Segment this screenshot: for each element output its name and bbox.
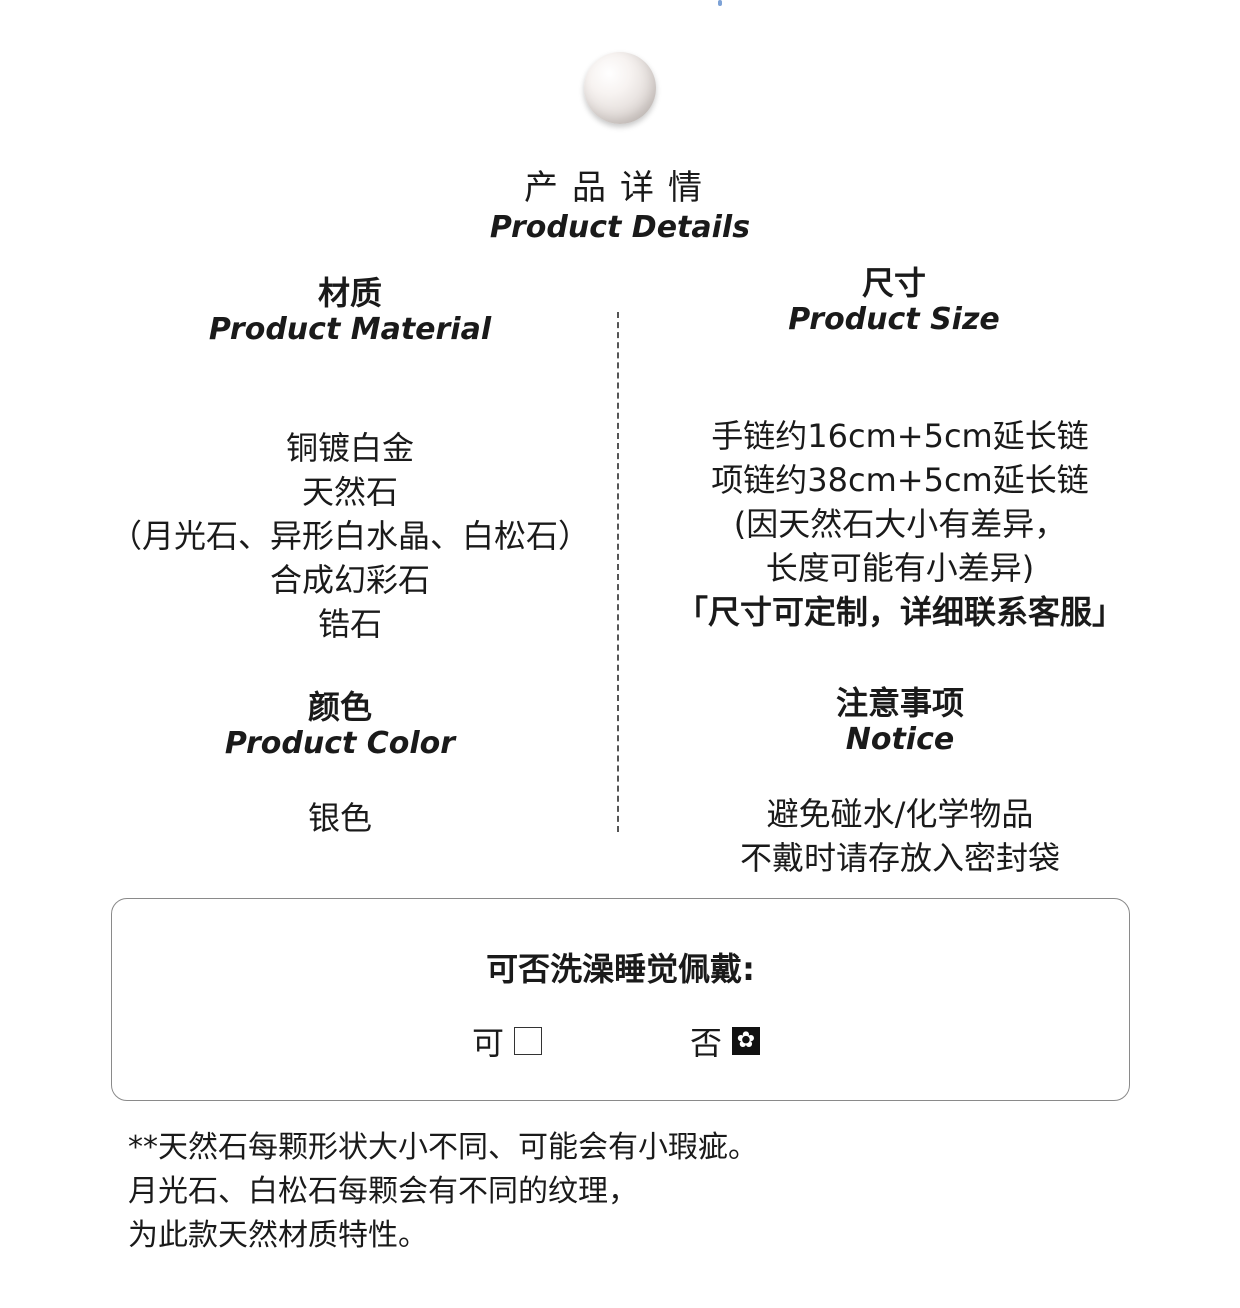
material-heading-en: Product Material bbox=[208, 312, 492, 347]
flower-check-icon: ✿ bbox=[732, 1027, 761, 1055]
size-line: (因天然石大小有差异， bbox=[733, 505, 1067, 543]
color-heading-cn: 颜色 bbox=[307, 688, 372, 726]
size-heading-cn: 尺寸 bbox=[861, 264, 926, 302]
pearl-icon bbox=[584, 52, 656, 124]
notice-heading-cn: 注意事项 bbox=[835, 684, 964, 722]
material-line: 铜镀白金 bbox=[285, 429, 414, 467]
material-heading-cn: 材质 bbox=[317, 274, 382, 312]
wear-option-yes: 可 bbox=[472, 1018, 543, 1064]
material-line: 天然石 bbox=[301, 473, 398, 511]
footnote-line: **天然石每颗形状大小不同、可能会有小瑕疵。 bbox=[128, 1130, 758, 1165]
size-line: 项链约38cm+5cm延长链 bbox=[711, 461, 1089, 499]
wear-option-no: 否 ✿ bbox=[690, 1018, 761, 1064]
footnote: **天然石每颗形状大小不同、可能会有小瑕疵。 月光石、白松石每颗会有不同的纹理，… bbox=[128, 1126, 758, 1258]
material-line: （月光石、异形白水晶、白松石） bbox=[109, 517, 590, 555]
material-line: 锆石 bbox=[317, 605, 382, 643]
size-custom-note: 「尺寸可定制，详细联系客服」 bbox=[675, 593, 1124, 631]
color-value: 银色 bbox=[307, 799, 372, 837]
footnote-line: 为此款天然材质特性。 bbox=[128, 1218, 428, 1253]
top-accent-mark bbox=[718, 0, 722, 6]
notice-line: 不戴时请存放入密封袋 bbox=[739, 839, 1060, 877]
notice-heading-en: Notice bbox=[845, 722, 955, 757]
wear-option-no-label: 否 bbox=[690, 1024, 723, 1062]
notice-list: 避免碰水/化学物品 不戴时请存放入密封袋 bbox=[650, 792, 1150, 880]
unchecked-box-icon bbox=[514, 1027, 543, 1055]
column-divider bbox=[617, 312, 619, 832]
wear-option-yes-label: 可 bbox=[472, 1024, 505, 1062]
size-heading-en: Product Size bbox=[788, 302, 1000, 337]
material-list: 铜镀白金 天然石 （月光石、异形白水晶、白松石） 合成幻彩石 锆石 bbox=[60, 426, 640, 646]
material-line: 合成幻彩石 bbox=[269, 561, 430, 599]
footnote-line: 月光石、白松石每颗会有不同的纹理， bbox=[128, 1174, 638, 1209]
size-list: 手链约16cm+5cm延长链 项链约38cm+5cm延长链 (因天然石大小有差异… bbox=[640, 414, 1160, 634]
page-title-en: Product Details bbox=[489, 210, 751, 245]
wear-question: 可否洗澡睡觉佩戴: bbox=[486, 950, 755, 988]
size-line: 手链约16cm+5cm延长链 bbox=[711, 417, 1089, 455]
notice-line: 避免碰水/化学物品 bbox=[766, 795, 1034, 833]
page-title-cn: 产品详情 bbox=[524, 168, 716, 208]
wear-info-box bbox=[111, 898, 1130, 1101]
size-line: 长度可能有小差异) bbox=[765, 549, 1035, 587]
color-heading-en: Product Color bbox=[224, 726, 456, 761]
